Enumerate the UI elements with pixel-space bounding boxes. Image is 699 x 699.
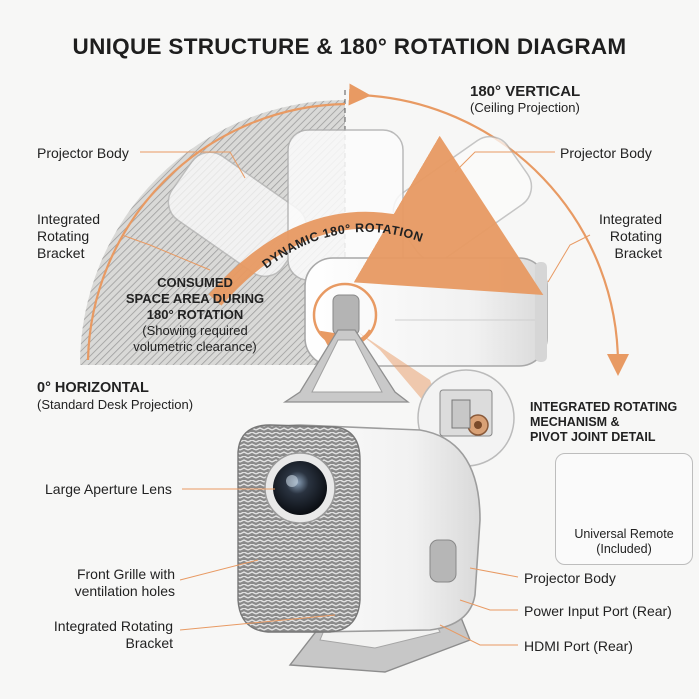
leaders-bottom	[179, 488, 519, 646]
product-bracket-label: Integrated Rotating Bracket	[53, 618, 173, 651]
page-title: UNIQUE STRUCTURE & 180° ROTATION DIAGRAM	[72, 34, 627, 59]
hdmi-port-label: HDMI Port (Rear)	[524, 638, 633, 654]
product-body-label: Projector Body	[524, 570, 616, 586]
vertical-label: 180° VERTICAL	[470, 83, 581, 100]
consumed-space-label: CONSUMED SPACE AREA DURING 180° ROTATION…	[125, 275, 265, 354]
leaders-top	[121, 151, 591, 283]
lens-label: Large Aperture Lens	[45, 481, 172, 497]
bracket-label-right: Integrated Rotating Bracket	[598, 211, 662, 261]
dynamic-rotation-arrow	[208, 135, 544, 306]
grille-label: Front Grille with ventilation holes	[74, 566, 175, 599]
bracket-label-left: Integrated Rotating Bracket	[37, 211, 101, 261]
projector-body-label-right: Projector Body	[560, 145, 652, 161]
top-stand	[282, 294, 410, 403]
remote-callout-box: Universal Remote (Included)	[555, 453, 693, 565]
product-projector	[237, 424, 481, 673]
projector-body-label-left: Projector Body	[37, 145, 129, 161]
mechanism-label: INTEGRATED ROTATING MECHANISM & PIVOT JO…	[530, 400, 678, 444]
remote-label: Universal Remote (Included)	[574, 527, 674, 556]
horizontal-label: 0° HORIZONTAL	[37, 380, 149, 396]
power-port-label: Power Input Port (Rear)	[524, 603, 672, 619]
horizontal-sublabel: (Standard Desk Projection)	[37, 397, 194, 412]
vertical-sublabel: (Ceiling Projection)	[470, 100, 580, 115]
